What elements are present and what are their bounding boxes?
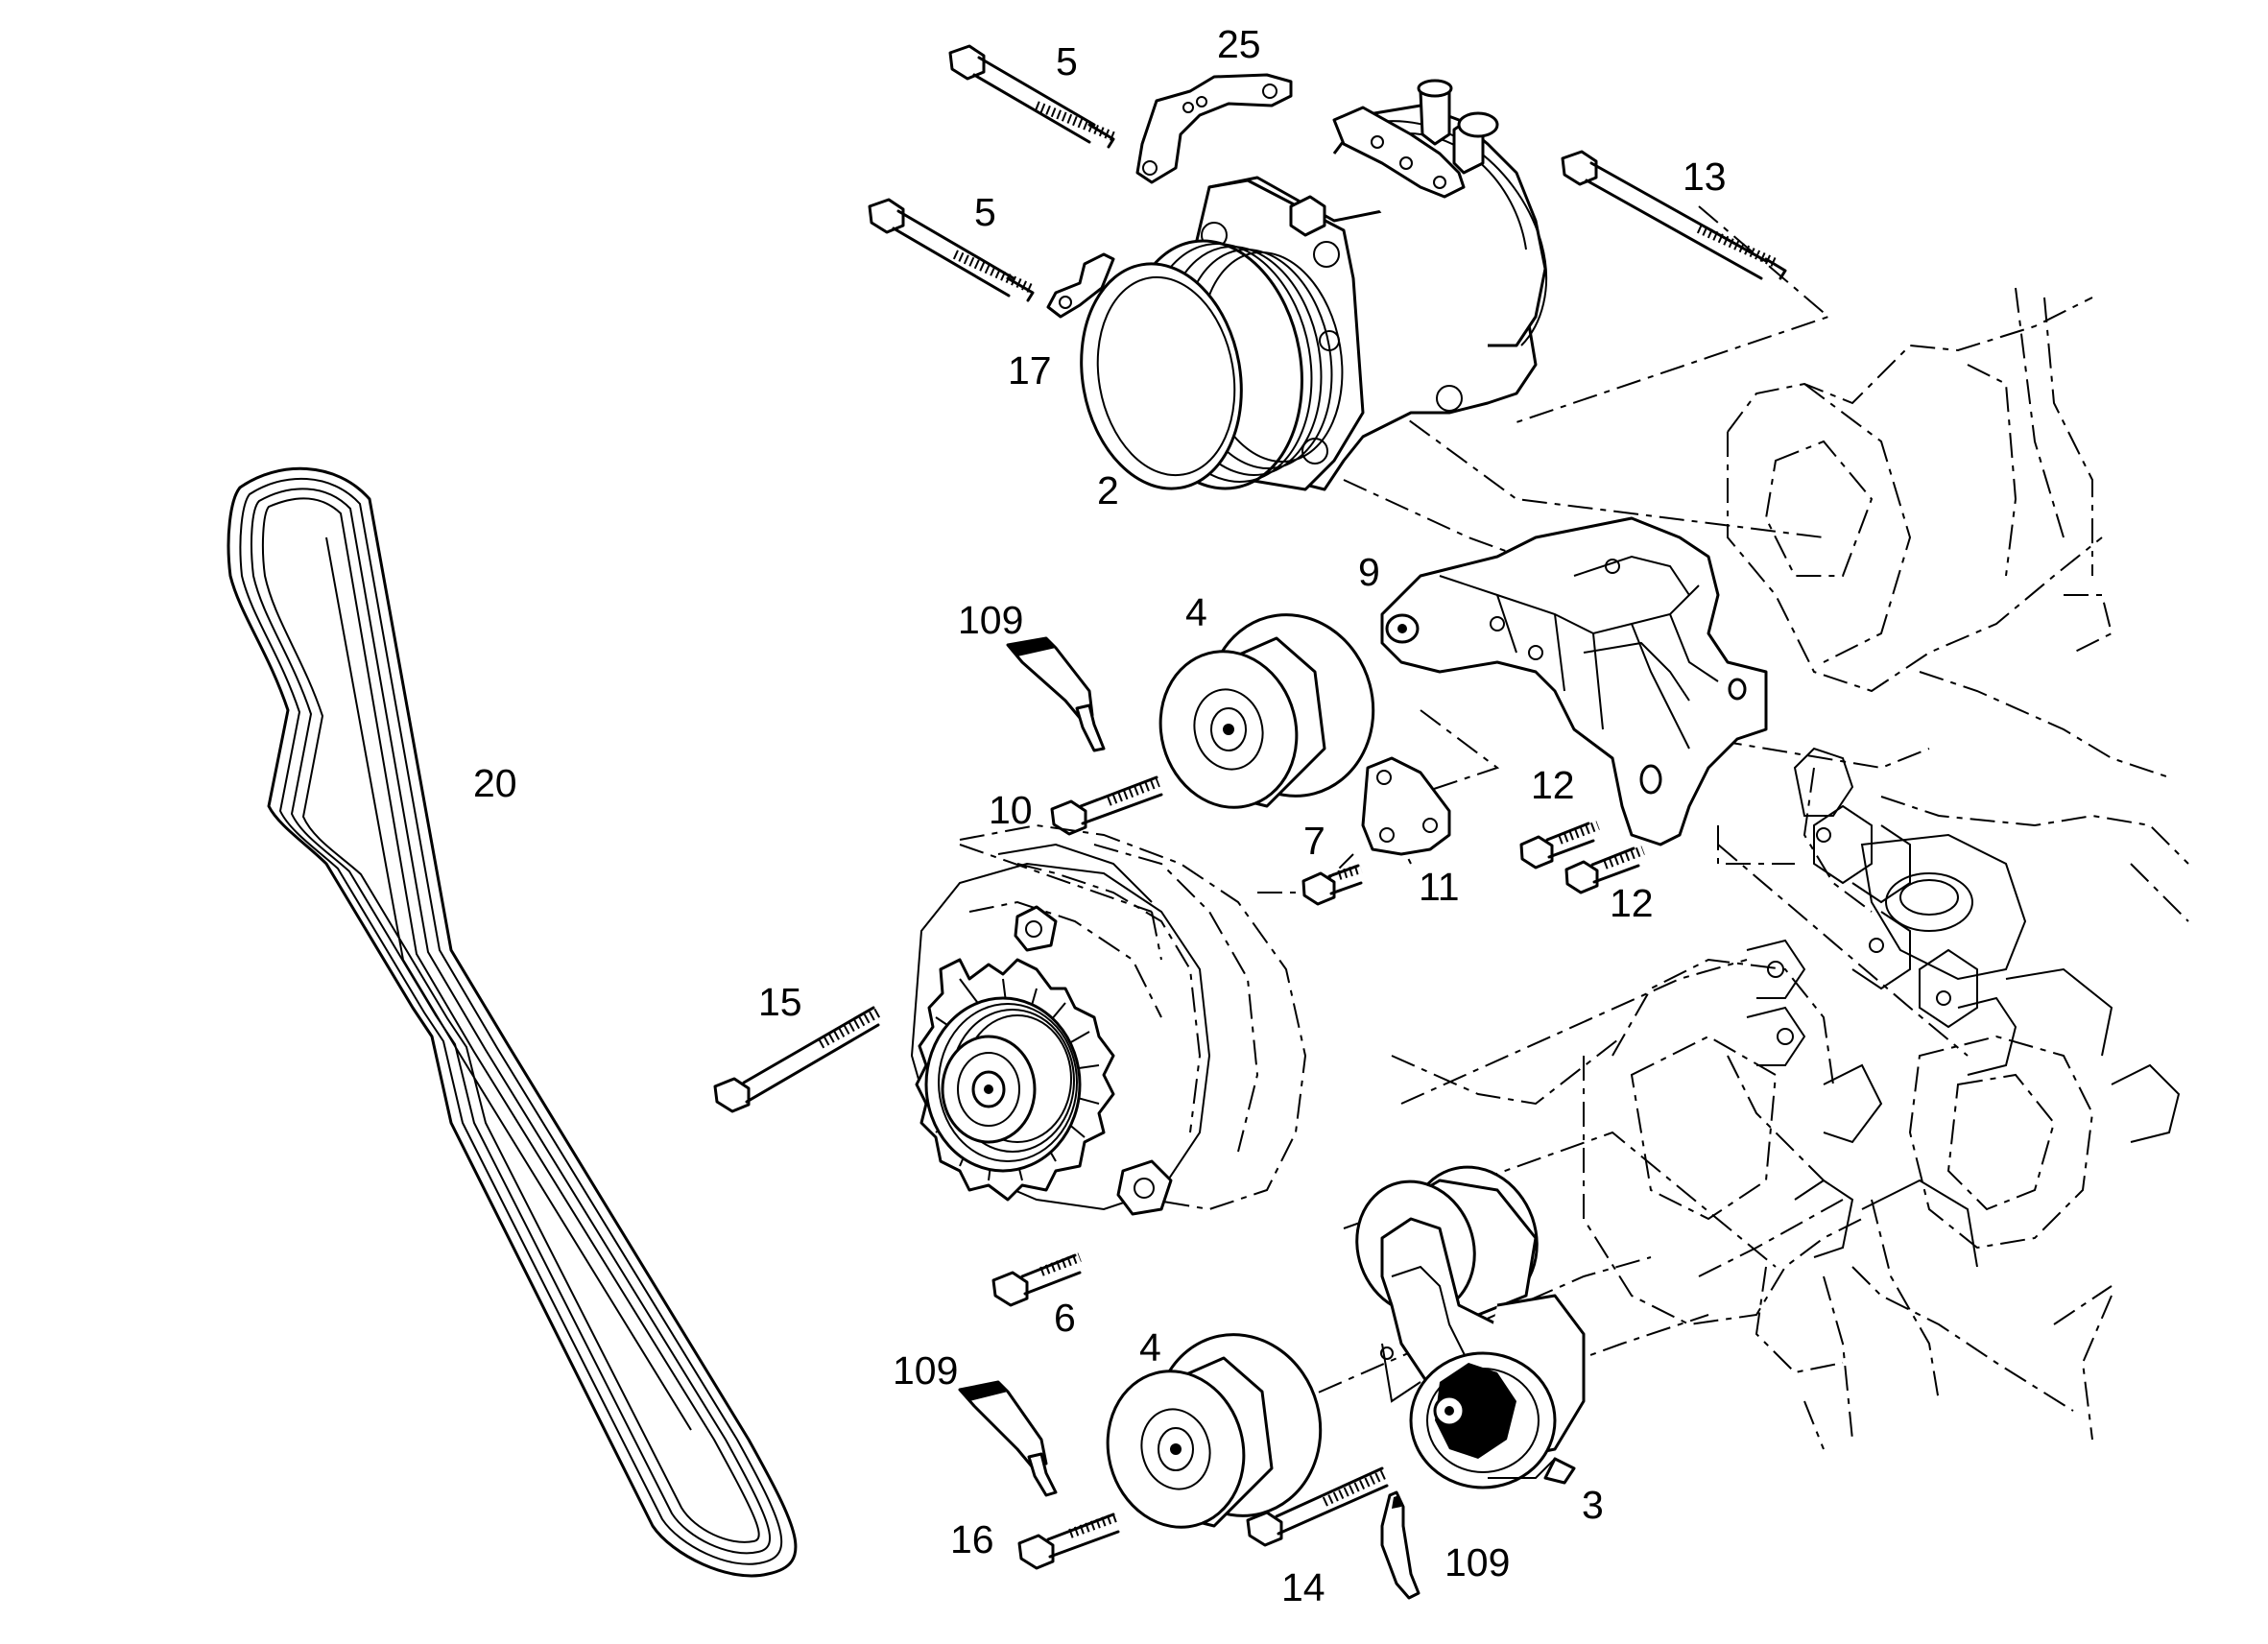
callout-17: 17 xyxy=(1008,348,1052,393)
callout-3: 3 xyxy=(1582,1483,1604,1527)
idler-pulley-lower xyxy=(1106,1333,1323,1529)
sealant-tube-upper xyxy=(1006,636,1106,752)
idler-pulley-upper xyxy=(1158,613,1375,809)
callout-labels: 5 25 13 5 17 2 9 109 4 20 10 12 7 11 12 … xyxy=(473,22,1727,1609)
callout-5-upper: 5 xyxy=(1056,39,1078,83)
callout-10: 10 xyxy=(989,788,1033,832)
bolt-16 xyxy=(1017,1512,1120,1570)
bolt-5-lower xyxy=(868,198,1037,302)
bolt-12-a xyxy=(1519,821,1600,870)
callout-6: 6 xyxy=(1054,1296,1076,1340)
callout-12-lower: 12 xyxy=(1610,881,1654,925)
sealant-tube-lower-right xyxy=(1380,1490,1420,1600)
bolt-13 xyxy=(1561,150,1787,280)
alternator xyxy=(910,823,1307,1216)
callout-25: 25 xyxy=(1217,22,1261,66)
callout-16: 16 xyxy=(950,1517,994,1561)
bolt-12-b xyxy=(1564,846,1645,894)
callout-11: 11 xyxy=(1419,865,1460,909)
bolt-14 xyxy=(1246,1466,1390,1547)
bracket-25 xyxy=(1135,73,1293,184)
bracket-17 xyxy=(1046,252,1115,319)
belt-tensioner xyxy=(1355,1165,1586,1489)
plate-11 xyxy=(1361,756,1451,856)
engine-block-housing xyxy=(1583,287,2189,1450)
bolt-7 xyxy=(1301,864,1363,906)
callout-109-upper: 109 xyxy=(958,598,1023,642)
bolt-5-upper xyxy=(948,44,1117,149)
bolt-10 xyxy=(1050,775,1163,836)
callout-7: 7 xyxy=(1303,819,1325,863)
ac-compressor xyxy=(1080,79,1548,491)
callout-14: 14 xyxy=(1281,1565,1325,1609)
sealant-tube-lower-left xyxy=(958,1380,1058,1497)
callout-13: 13 xyxy=(1683,155,1727,199)
bolt-6 xyxy=(991,1252,1082,1307)
callout-2: 2 xyxy=(1097,468,1119,512)
mounting-bracket-9 xyxy=(1380,516,1768,846)
bolt-15 xyxy=(713,1006,881,1113)
callout-20: 20 xyxy=(473,761,517,805)
ribbed-belt xyxy=(227,466,798,1578)
callout-15: 15 xyxy=(758,980,802,1024)
callout-109-lower-right: 109 xyxy=(1444,1540,1510,1584)
callout-4-lower: 4 xyxy=(1139,1325,1161,1370)
callout-12-upper: 12 xyxy=(1531,763,1575,807)
callout-4-upper: 4 xyxy=(1185,590,1207,634)
callout-109-lower-left: 109 xyxy=(893,1348,958,1393)
callout-5-lower: 5 xyxy=(974,190,996,234)
callout-9: 9 xyxy=(1358,550,1380,594)
engine-front-cover xyxy=(1746,747,2181,1268)
